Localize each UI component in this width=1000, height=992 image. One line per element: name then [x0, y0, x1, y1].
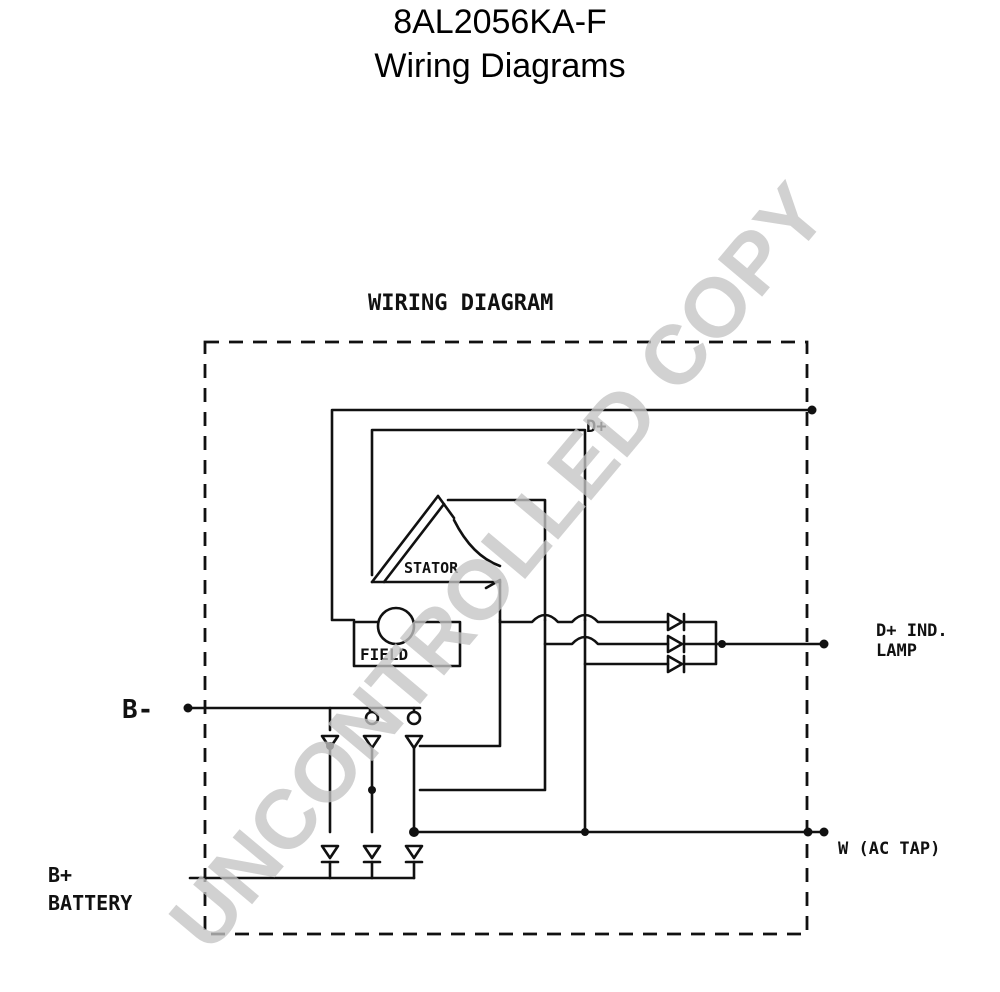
positive-diodes [320, 844, 424, 880]
d-plus-terminal [807, 405, 817, 415]
stator-bracket-wire [370, 428, 587, 622]
watermark-stamp: UNCONTROLLED COPY [151, 166, 844, 966]
b-minus-terminal [183, 703, 193, 713]
page-subtitle: Wiring Diagrams [374, 47, 626, 85]
b-minus-label: B- [122, 695, 153, 725]
stator-label: STATOR [404, 559, 459, 577]
ind-lamp-label-line1: D+ IND. [876, 621, 948, 641]
lamp-feed-1 [498, 613, 670, 624]
stator-winding [370, 494, 502, 622]
b-plus-label: B+ [48, 863, 72, 887]
alternator-housing [203, 340, 809, 936]
bus-wire-2 [418, 618, 547, 792]
d-plus-wire [330, 408, 814, 622]
d-plus-lamp-terminal [819, 639, 829, 649]
diagram-heading: WIRING DIAGRAM [368, 291, 553, 316]
diode-trio [666, 612, 718, 674]
field-label: FIELD [360, 645, 408, 664]
ind-lamp-label-line2: LAMP [876, 641, 917, 661]
battery-label: BATTERY [48, 891, 132, 915]
ac-tap-label: W (AC TAP) [838, 839, 940, 859]
title-block: 8AL2056KA-F Wiring Diagrams [0, 0, 1000, 88]
stator-inner-wire [446, 498, 547, 622]
bus-wire-1 [418, 618, 502, 748]
field-brush-icon [376, 606, 416, 646]
d-plus-label: D+ [586, 417, 606, 437]
part-number: 8AL2056KA-F [393, 3, 607, 41]
lamp-feed-2 [543, 635, 670, 646]
negative-diodes [320, 706, 424, 750]
ac-tap-terminal [819, 827, 829, 837]
